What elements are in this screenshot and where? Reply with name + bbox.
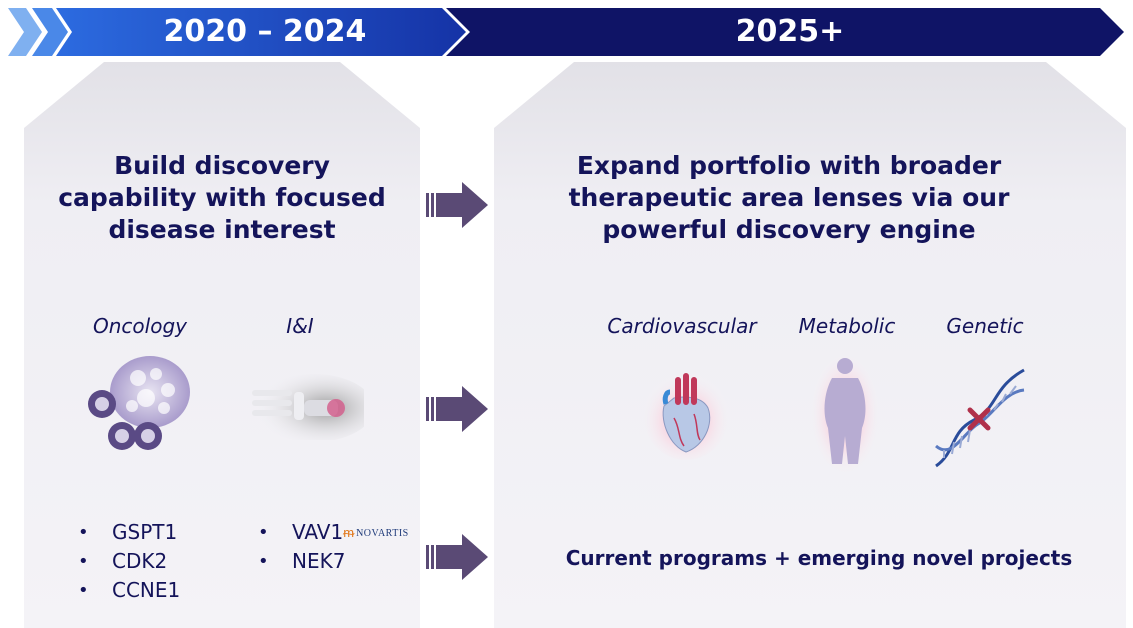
list-item: NEK7: [258, 547, 409, 576]
banner-left-shape: [56, 8, 466, 56]
right-arrow-icon: [426, 534, 488, 580]
list-item: CCNE1: [78, 576, 180, 605]
chevron-small-2: [32, 8, 68, 56]
panel-right: [494, 62, 1126, 628]
right-title-line-1: Expand portfolio with broader: [576, 151, 1002, 180]
right-title-line-3: powerful discovery engine: [602, 215, 976, 244]
current-programs-statement: Current programs + emerging novel projec…: [565, 546, 1073, 570]
left-title-line-1: Build discovery: [114, 151, 330, 180]
right-arrow-icon: [426, 182, 488, 228]
period-right: 2025+: [735, 14, 845, 49]
panel-left: [24, 62, 420, 628]
panels-background: [24, 62, 1126, 628]
area-label-ii: I&I: [286, 314, 314, 338]
area-label-genetic: Genetic: [946, 314, 1024, 338]
novartis-logo-icon: ᵯ: [343, 526, 355, 541]
list-item: GSPT1: [78, 518, 180, 547]
target-vav1: VAV1: [292, 520, 344, 544]
chevron-small-1: [8, 8, 42, 56]
oncology-target-list: GSPT1 CDK2 CCNE1: [78, 518, 180, 605]
body-silhouette-icon: [812, 356, 878, 472]
list-item: CDK2: [78, 547, 180, 576]
area-label-oncology: Oncology: [93, 314, 187, 338]
area-label-metabolic: Metabolic: [798, 314, 896, 338]
dna-helix-icon: [935, 368, 1025, 468]
hand-xray-icon: [252, 374, 364, 440]
heart-icon: [644, 372, 728, 460]
banner-right-shape: [446, 8, 1124, 56]
cancer-cells-icon: [88, 356, 190, 450]
period-left: 2020 – 2024: [163, 14, 367, 49]
timeline-banner: [8, 8, 1124, 56]
novartis-logo-text: NOVARTIS: [356, 528, 409, 539]
left-title-line-2: capability with focused: [58, 183, 386, 212]
area-label-cardiovascular: Cardiovascular: [607, 314, 757, 338]
right-panel-title: Expand portfolio with broader therapeuti…: [494, 150, 1084, 246]
right-arrow-icon: [426, 386, 488, 432]
left-title-line-3: disease interest: [108, 215, 336, 244]
right-title-line-2: therapeutic area lenses via our: [568, 183, 1010, 212]
left-panel-title: Build discovery capability with focused …: [24, 150, 420, 246]
